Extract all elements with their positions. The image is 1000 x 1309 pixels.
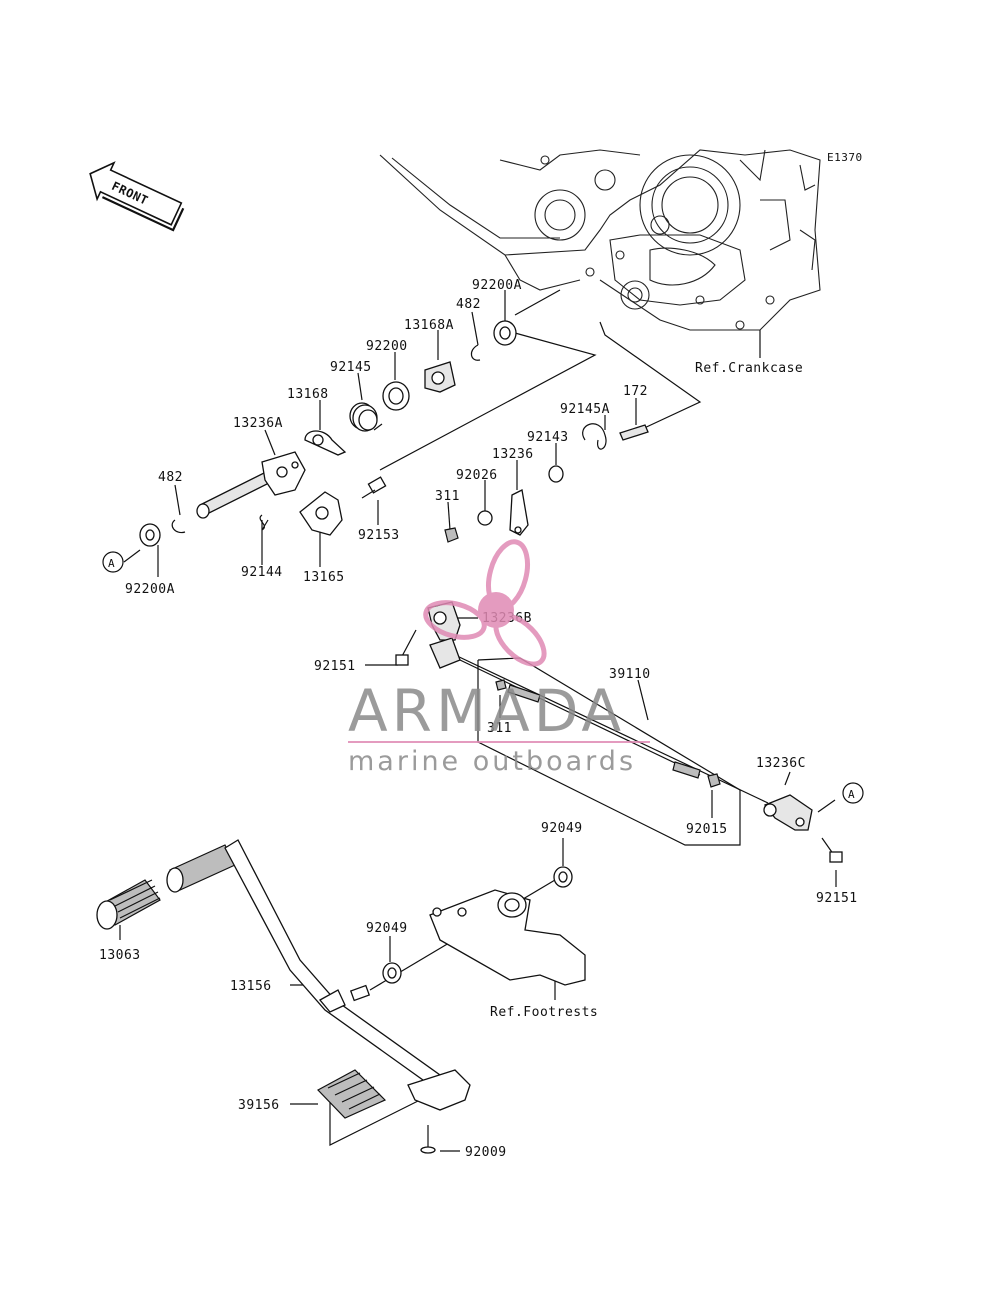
ref-crankcase-label: Ref.Crankcase — [695, 361, 803, 376]
label-92200a-left: 92200A — [125, 582, 175, 597]
label-92145: 92145 — [330, 360, 372, 375]
plate-13168 — [304, 430, 347, 456]
nut-311-mid — [495, 679, 507, 691]
spring-92145a — [582, 423, 607, 450]
part-labels: E1370 Ref.Crankcase 92200A 482 13168A 92… — [99, 151, 863, 1160]
bolt-92151-left — [395, 629, 417, 666]
crankcase-drawing — [379, 149, 821, 331]
label-13236a: 13236A — [233, 416, 283, 431]
cam-13168a — [424, 361, 456, 393]
spring-92145 — [349, 402, 383, 432]
svg-text:A: A — [108, 557, 115, 570]
label-92049-mid: 92049 — [366, 921, 408, 936]
connector-a-left: A — [102, 551, 124, 573]
collar-92143 — [548, 465, 564, 483]
label-13236c: 13236C — [756, 756, 806, 771]
shift-rod-39110 — [459, 659, 701, 779]
label-311-mid: 311 — [487, 721, 512, 736]
washer-92200a-left — [139, 523, 161, 547]
watermark-title: ARMADA — [348, 677, 625, 745]
label-92200: 92200 — [366, 339, 408, 354]
lever-13236c — [763, 794, 813, 831]
label-482-top: 482 — [456, 297, 481, 312]
label-92145a: 92145A — [560, 402, 610, 417]
label-311-top: 311 — [435, 489, 460, 504]
nut-311-top — [444, 527, 459, 543]
label-13063: 13063 — [99, 948, 141, 963]
spring-92144 — [259, 514, 269, 531]
label-92151-right: 92151 — [816, 891, 858, 906]
bolt-92009 — [420, 1125, 436, 1154]
front-direction-arrow: FRONT — [89, 161, 185, 232]
watermark-logo: ARMADA marine outboards — [348, 539, 650, 777]
label-92151-left: 92151 — [314, 659, 356, 674]
footrest-bracket — [429, 889, 586, 986]
pad-39156 — [317, 1069, 387, 1119]
circlip-482-left — [171, 519, 186, 534]
label-92049-top: 92049 — [541, 821, 583, 836]
pedal-lever-13156 — [166, 839, 471, 1111]
washer-92049-mid — [382, 962, 402, 984]
bolt-92151-right — [821, 837, 843, 863]
svg-text:A: A — [848, 788, 855, 801]
watermark-subtitle: marine outboards — [348, 746, 636, 777]
washer-92200a-top — [493, 320, 517, 346]
nut-92015 — [707, 773, 721, 788]
label-92144: 92144 — [241, 565, 283, 580]
label-92015: 92015 — [686, 822, 728, 837]
circlip-482-top — [470, 344, 481, 361]
pin-172 — [619, 424, 649, 441]
washer-92049-top — [553, 866, 573, 888]
shaft-13236a — [196, 451, 306, 519]
ref-footrests-label: Ref.Footrests — [490, 1005, 598, 1020]
rubber-13063 — [96, 879, 161, 930]
label-39110: 39110 — [609, 667, 651, 682]
label-172: 172 — [623, 384, 648, 399]
label-13168a: 13168A — [404, 318, 454, 333]
lever-13236 — [509, 489, 529, 536]
label-13165: 13165 — [303, 570, 345, 585]
label-482-left: 482 — [158, 470, 183, 485]
label-92153: 92153 — [358, 528, 400, 543]
watermark-propeller-icon — [423, 539, 547, 667]
part-drawings — [96, 320, 843, 1154]
label-13236: 13236 — [492, 447, 534, 462]
washer-92200 — [382, 381, 410, 411]
label-92009: 92009 — [465, 1145, 507, 1160]
label-92026: 92026 — [456, 468, 498, 483]
figure-code: E1370 — [827, 151, 863, 164]
label-92143: 92143 — [527, 430, 569, 445]
washer-92026 — [477, 510, 493, 526]
label-92200a-top: 92200A — [472, 278, 522, 293]
bolt-92153 — [361, 476, 387, 499]
label-13156: 13156 — [230, 979, 272, 994]
label-39156: 39156 — [238, 1098, 280, 1113]
connector-a-right: A — [842, 782, 864, 804]
label-13168: 13168 — [287, 387, 329, 402]
plate-13165 — [299, 491, 343, 536]
